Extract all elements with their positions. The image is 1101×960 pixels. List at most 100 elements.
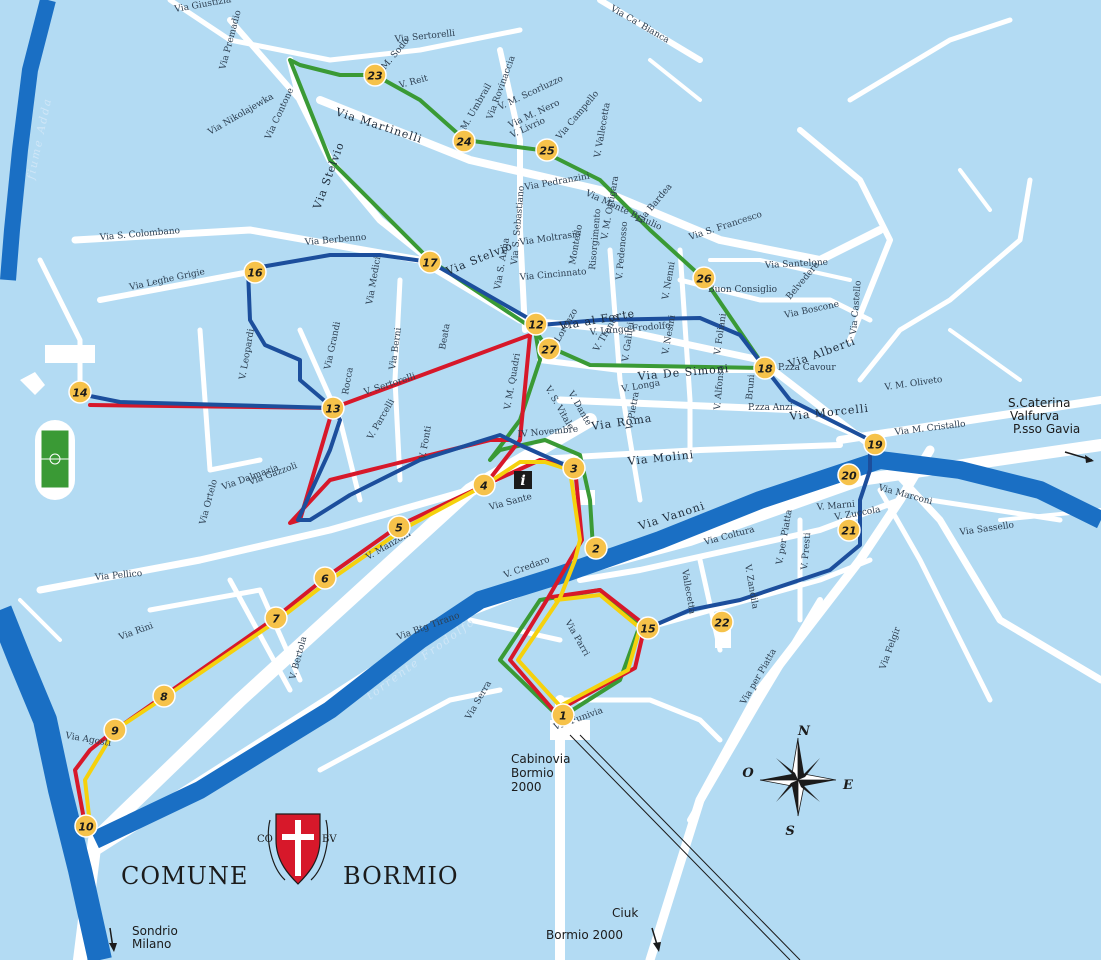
bus-stop-marker[interactable]	[710, 610, 734, 634]
bus-stop-marker[interactable]	[243, 260, 267, 284]
bus-stop-8[interactable]: 8	[152, 684, 176, 708]
street-label: P.zza Anzi	[748, 403, 793, 413]
compass-south: S	[785, 824, 794, 839]
bus-stop-12[interactable]: 12	[524, 312, 548, 336]
shield-left-text: CO	[257, 834, 273, 845]
bus-stop-marker[interactable]	[837, 463, 861, 487]
bus-stop-marker[interactable]	[535, 138, 559, 162]
destination-label: P.sso Gavia	[1013, 422, 1080, 436]
bus-stop-marker[interactable]	[74, 814, 98, 838]
compass-east: E	[842, 778, 854, 793]
bus-stop-3[interactable]: 3	[562, 456, 586, 480]
street-label: Rocca	[341, 366, 356, 396]
river-frodolfo	[91, 451, 1101, 849]
bus-stop-marker[interactable]	[692, 266, 716, 290]
sports-field	[35, 420, 75, 500]
street-label: Via Santelone	[764, 258, 829, 271]
route-yellow	[83, 460, 642, 827]
destination-label: Valfurva	[1010, 409, 1059, 423]
bus-stop-14[interactable]: 14	[68, 380, 92, 404]
bus-stop-10[interactable]: 10	[74, 814, 98, 838]
bus-stop-23[interactable]: 23	[363, 63, 387, 87]
building	[20, 372, 45, 395]
bus-stop-18[interactable]: 18	[753, 356, 777, 380]
bus-stop-marker[interactable]	[863, 432, 887, 456]
street-label: V. Alfonso	[713, 365, 727, 411]
street-label: Buon Consiglio	[708, 285, 777, 295]
bus-stop-marker[interactable]	[152, 684, 176, 708]
bus-stop-2[interactable]: 2	[584, 536, 608, 560]
compass-west: O	[742, 766, 754, 781]
river-adda-upper	[0, 0, 56, 281]
bus-stop-17[interactable]: 17	[418, 250, 442, 274]
bus-stop-15[interactable]: 15	[636, 616, 660, 640]
comune-logo: COMUNE BORMIO CO BV	[121, 813, 459, 890]
bus-stop-13[interactable]: 13	[321, 396, 345, 420]
info-icon	[514, 471, 532, 489]
bus-stop-marker[interactable]	[264, 606, 288, 630]
bus-stop-21[interactable]: 21	[837, 518, 861, 542]
street-label: Beata	[438, 322, 453, 350]
bus-stop-marker[interactable]	[68, 380, 92, 404]
bus-stop-24[interactable]: 24	[452, 129, 476, 153]
street-label: V. Presti	[800, 532, 813, 571]
bus-stop-22[interactable]: 22	[710, 610, 734, 634]
bus-stop-9[interactable]: 9	[103, 718, 127, 742]
bus-stop-marker[interactable]	[562, 456, 586, 480]
bus-stop-marker[interactable]	[418, 250, 442, 274]
bus-stop-marker[interactable]	[837, 518, 861, 542]
bus-stop-25[interactable]: 25	[535, 138, 559, 162]
logo-comune-text: COMUNE	[121, 862, 248, 890]
bus-stop-marker[interactable]	[584, 536, 608, 560]
bus-stop-5[interactable]: 5	[387, 515, 411, 539]
bus-stop-marker[interactable]	[551, 703, 575, 727]
building	[45, 345, 95, 363]
destination-label: Ciuk	[612, 906, 638, 920]
info-icon-letter: i	[520, 473, 525, 489]
destination-label: Bormio 2000	[546, 928, 623, 942]
bus-stop-20[interactable]: 20	[837, 463, 861, 487]
street-label: V. Marni	[815, 500, 855, 513]
info-point[interactable]: i	[514, 471, 532, 489]
street-label: Via Castello	[849, 280, 864, 336]
bus-stop-marker[interactable]	[452, 129, 476, 153]
street-label: Via Pellico	[93, 569, 142, 583]
destination-label: S.Caterina	[1008, 396, 1070, 410]
arrow-sondrio-icon	[109, 927, 117, 952]
bus-stop-26[interactable]: 26	[692, 266, 716, 290]
bus-stop-marker[interactable]	[472, 473, 496, 497]
arrow-ciuk-icon	[651, 927, 661, 952]
bus-stop-16[interactable]: 16	[243, 260, 267, 284]
bus-stop-marker[interactable]	[363, 63, 387, 87]
street-label: P.zza Cavour	[778, 363, 836, 373]
bus-stop-19[interactable]: 19	[863, 432, 887, 456]
bus-stop-7[interactable]: 7	[264, 606, 288, 630]
coat-of-arms-icon: CO BV	[257, 813, 337, 885]
bus-stop-marker[interactable]	[636, 616, 660, 640]
logo-bormio-text: BORMIO	[343, 862, 459, 890]
compass-north: N	[797, 724, 811, 739]
shield-right-text: BV	[322, 834, 337, 845]
bus-stop-marker[interactable]	[753, 356, 777, 380]
destination-label: Cabinovia	[511, 752, 570, 766]
destination-label: 2000	[511, 780, 542, 794]
compass-rose-icon: N S E O	[742, 724, 854, 839]
bus-stop-4[interactable]: 4	[472, 473, 496, 497]
destination-label: Sondrio	[132, 924, 178, 938]
bus-stop-27[interactable]: 27	[537, 337, 561, 361]
bus-stop-6[interactable]: 6	[313, 566, 337, 590]
cable-car-line	[569, 734, 801, 960]
bus-stop-marker[interactable]	[537, 337, 561, 361]
bus-stop-marker[interactable]	[321, 396, 345, 420]
destinations: S.Caterina Valfurva P.sso Gavia Sondrio …	[109, 396, 1094, 952]
bus-stop-marker[interactable]	[387, 515, 411, 539]
street-label: Bruni	[745, 374, 757, 400]
bus-stop-1[interactable]: 1	[551, 703, 575, 727]
bus-stop-marker[interactable]	[524, 312, 548, 336]
destination-label: Milano	[132, 937, 171, 951]
route-blue	[83, 253, 872, 630]
bus-routes	[73, 58, 872, 827]
bus-stop-marker[interactable]	[313, 566, 337, 590]
bus-stop-marker[interactable]	[103, 718, 127, 742]
